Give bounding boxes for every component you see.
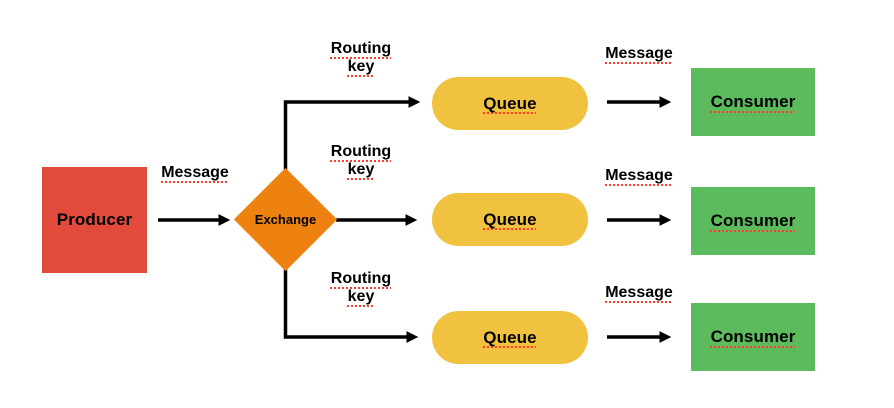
queue-node-1[interactable]: Queue (432, 77, 588, 130)
queue-node-3[interactable]: Queue (432, 311, 588, 364)
edge-label-message-3[interactable]: Message (605, 284, 673, 301)
queue-label-2: Queue (483, 209, 537, 229)
producer-label: Producer (56, 210, 133, 229)
edge-label-message-2[interactable]: Message (605, 167, 673, 184)
producer-node[interactable]: Producer (42, 167, 147, 273)
consumer-node-1[interactable]: Consumer (691, 68, 815, 136)
edge-label-routing-key-1[interactable]: Routing key (330, 40, 392, 75)
arrow-exchange-to-queue-1 (283, 96, 421, 170)
consumer-node-2[interactable]: Consumer (691, 187, 815, 255)
consumer-label-3: Consumer (710, 327, 796, 346)
consumer-label-1: Consumer (710, 92, 796, 111)
consumer-node-3[interactable]: Consumer (691, 303, 815, 371)
edge-label-message-1[interactable]: Message (605, 45, 673, 62)
arrow-exchange-to-queue-3 (283, 268, 419, 343)
exchange-node[interactable]: Exchange (233, 167, 338, 272)
edge-label-routing-key-3[interactable]: Routing key (330, 270, 392, 305)
queue-node-2[interactable]: Queue (432, 193, 588, 246)
edge-label-routing-key-2[interactable]: Routing key (330, 143, 392, 178)
queue-label-1: Queue (483, 93, 537, 113)
exchange-label: Exchange (254, 212, 317, 227)
consumer-label-2: Consumer (710, 211, 796, 230)
edge-label-message-producer[interactable]: Message (161, 164, 229, 181)
queue-label-3: Queue (483, 327, 537, 347)
